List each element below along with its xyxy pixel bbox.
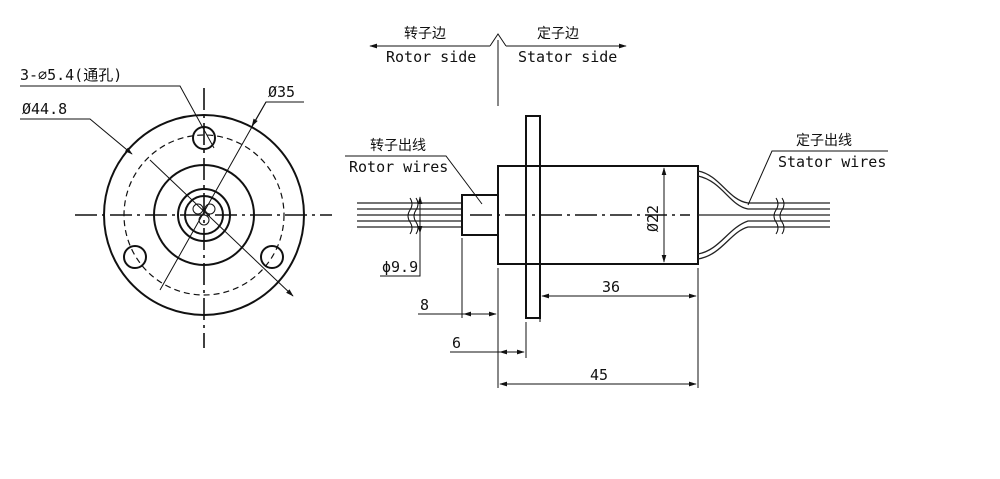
- dim-8-label: 8: [420, 296, 429, 314]
- flange-dia-label: Ø44.8: [22, 100, 67, 118]
- mount-hole: [192, 126, 216, 150]
- mount-hole: [123, 245, 147, 269]
- pcd-circle: [123, 134, 285, 296]
- housing-body: [497, 165, 699, 265]
- stator-wires-leader: [747, 150, 888, 206]
- stator-wires-cn: 定子出线: [796, 133, 852, 149]
- body-outline: [153, 164, 255, 266]
- shaft-outline: [177, 188, 231, 242]
- front-view: 3-⌀5.4(通孔) Ø44.8 Ø35: [20, 66, 332, 348]
- rotor-wires-en: Rotor wires: [349, 158, 448, 176]
- shaft-bore: [184, 195, 224, 235]
- rotor-wires-cn: 转子出线: [370, 138, 426, 154]
- flange-outline: [103, 114, 305, 316]
- side-indicator: 转子边 Rotor side 定子边 Stator side: [369, 26, 627, 106]
- flange-dia-leader: [20, 118, 133, 155]
- hole-spec-label: 3-⌀5.4(通孔): [20, 66, 122, 84]
- wire-hole: [204, 203, 216, 215]
- stator-side-cn: 定子边: [537, 26, 579, 42]
- wire-hole: [192, 203, 204, 215]
- stator-wires-en: Stator wires: [778, 153, 886, 171]
- shaft-dia-label: ϕ9.9: [382, 258, 418, 276]
- side-view: 转子出线 Rotor wires 定子出线 Stator wires Ø22 ϕ…: [345, 115, 888, 388]
- stator-side-en: Stator side: [518, 48, 617, 66]
- mount-hole: [260, 245, 284, 269]
- rotor-wires: [357, 197, 462, 235]
- dim-36-label: 36: [602, 278, 620, 296]
- dim-6-label: 6: [452, 334, 461, 352]
- flange-dia-dimension-line: [149, 159, 294, 297]
- rotor-side-en: Rotor side: [386, 48, 476, 66]
- body-dia-label: Ø22: [644, 205, 662, 232]
- stator-wires: [697, 170, 830, 260]
- rotor-wires-leader: [345, 155, 483, 205]
- rotor-side-cn: 转子边: [404, 26, 446, 42]
- flange-plate: [525, 115, 541, 319]
- hole-spec-leader: [20, 85, 215, 149]
- dim-45-label: 45: [590, 366, 608, 384]
- pcd-dia-label: Ø35: [268, 83, 295, 101]
